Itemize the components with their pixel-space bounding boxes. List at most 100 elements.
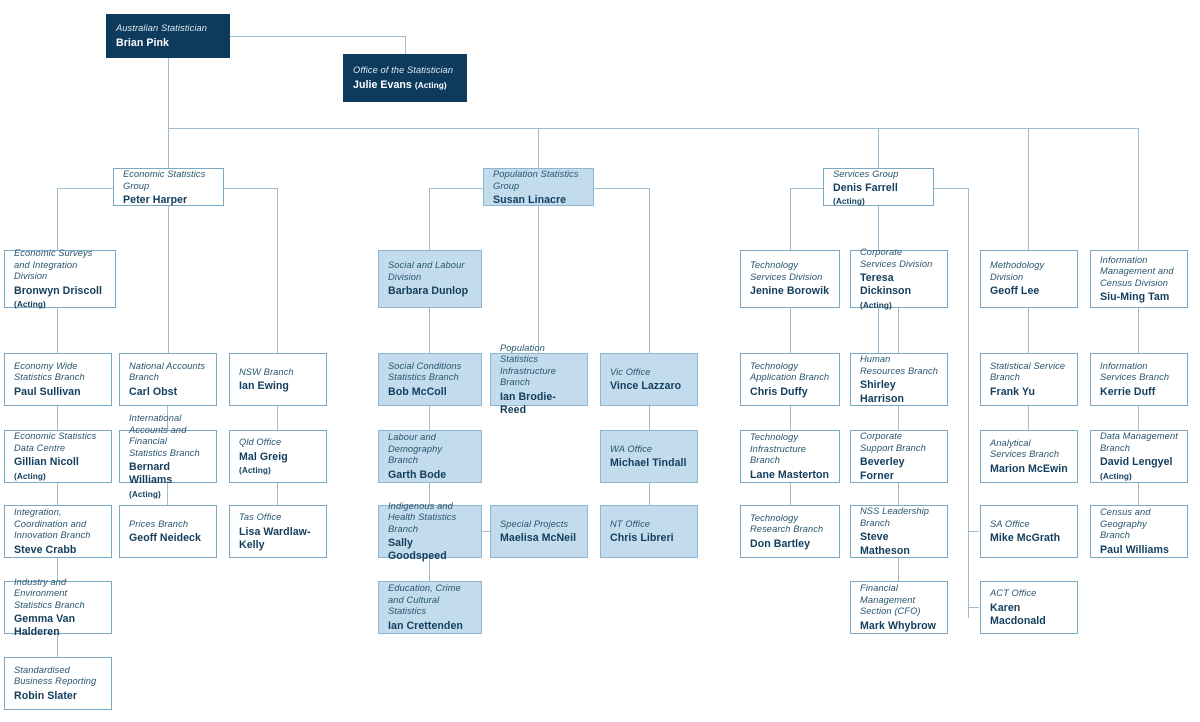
connector-corporate-spine3 — [898, 483, 899, 505]
connector-services-col1-spine — [790, 308, 791, 353]
node-services-group[interactable]: Services Group Denis Farrell (Acting) — [823, 168, 934, 206]
node-person: Frank Yu — [990, 385, 1035, 398]
node-financial-management-section-cfo[interactable]: Financial Management Section (CFO) Mark … — [850, 581, 948, 634]
node-person: Siu-Ming Tam — [1100, 291, 1170, 304]
node-economy-wide-statistics-branch[interactable]: Economy Wide Statistics Branch Paul Sull… — [4, 353, 112, 406]
connector-bus-to-economic-group — [168, 128, 169, 168]
node-methodology-division[interactable]: Methodology Division Geoff Lee — [980, 250, 1078, 308]
node-title: Technology Infrastructure Branch — [750, 432, 807, 466]
node-analytical-services-branch[interactable]: Analytical Services Branch Marion McEwin — [980, 430, 1078, 483]
connector-economic-col1-spine4 — [57, 558, 58, 581]
node-sa-office[interactable]: SA Office Mike McGrath — [980, 505, 1078, 558]
connector-corporate-spine1 — [898, 308, 899, 353]
node-person: Steve Matheson — [860, 531, 910, 557]
connector-methodology-spine1 — [1028, 308, 1029, 353]
node-economic-statistics-group[interactable]: Economic Statistics Group Peter Harper — [113, 168, 224, 206]
node-person: Ian Brodie-Reed — [500, 390, 556, 417]
node-person: Lane Masterton — [750, 468, 830, 481]
node-office-of-statistician[interactable]: Office of the Statistician Julie Evans (… — [343, 54, 467, 102]
node-wa-office[interactable]: WA Office Michael Tindall — [600, 430, 698, 483]
node-title: Census and Geography Branch — [1100, 507, 1151, 541]
connector-economic-col3-drop — [277, 188, 278, 353]
node-title: Office of the Statistician — [353, 65, 454, 76]
node-title: Statistical Service Branch — [990, 360, 1066, 383]
node-person: Steve Crabb — [14, 543, 77, 556]
node-information-management-and-census-division[interactable]: Information Management and Census Divisi… — [1090, 250, 1188, 308]
node-nsw-branch[interactable]: NSW Branch Ian Ewing — [229, 353, 327, 406]
node-standardised-business-reporting[interactable]: Standardised Business Reporting Robin Sl… — [4, 657, 112, 710]
connector-economic-group-down — [168, 206, 169, 353]
node-person: Paul Williams — [1100, 543, 1169, 556]
node-human-resources-branch[interactable]: Human Resources Branch Shirley Harrison — [850, 353, 948, 406]
node-title: Corporate Support Branch — [860, 431, 926, 453]
node-international-accounts-and-financial-statistics-branch[interactable]: International Accounts and Financial Sta… — [119, 413, 217, 499]
node-industry-and-environment-statistics-branch[interactable]: Industry and Environment Statistics Bran… — [4, 577, 112, 638]
node-prices-branch[interactable]: Prices Branch Geoff Neideck — [119, 505, 217, 558]
node-special-projects[interactable]: Special Projects Maelisa McNeil — [490, 505, 588, 558]
connector-economic-col2-spine1 — [167, 406, 168, 430]
node-person: Shirley Harrison — [860, 379, 904, 405]
node-nt-office[interactable]: NT Office Chris Libreri — [600, 505, 698, 558]
node-person: Teresa Dickinson(Acting) — [860, 272, 912, 310]
node-social-and-labour-division[interactable]: Social and Labour Division Barbara Dunlo… — [378, 250, 482, 308]
node-person: Jenine Borowik — [750, 285, 830, 298]
node-person: Carl Obst — [129, 385, 178, 398]
node-title: Information Management and Census Divisi… — [1100, 254, 1174, 288]
connector-bus-to-methodology — [1028, 128, 1029, 250]
node-social-conditions-statistics-branch[interactable]: Social Conditions Statistics Branch Bob … — [378, 353, 482, 406]
node-title: Standardised Business Reporting — [14, 664, 97, 687]
node-technology-research-branch[interactable]: Technology Research Branch Don Bartley — [740, 505, 840, 558]
connector-economic-col1-drop — [57, 188, 58, 250]
node-vic-office[interactable]: Vic Office Vince Lazzaro — [600, 353, 698, 406]
node-tas-office[interactable]: Tas Office Lisa Wardlaw-Kelly — [229, 505, 327, 558]
node-economic-surveys-and-integration-division[interactable]: Economic Surveys and Integration Divisio… — [4, 248, 116, 309]
node-title: Special Projects — [500, 518, 569, 529]
node-data-management-branch[interactable]: Data Management Branch David Lengyel (Ac… — [1090, 430, 1188, 483]
node-person: Paul Sullivan — [14, 385, 81, 398]
node-corporate-support-branch[interactable]: Corporate Support Branch Beverley Forner — [850, 430, 948, 483]
node-title: Qld Office — [239, 437, 282, 448]
node-technology-services-division[interactable]: Technology Services Division Jenine Boro… — [740, 250, 840, 308]
node-person: Susan Linacre — [493, 194, 567, 207]
node-title: Financial Management Section (CFO) — [860, 583, 921, 617]
node-national-accounts-branch[interactable]: National Accounts Branch Carl Obst — [119, 353, 217, 406]
node-economic-statistics-data-centre[interactable]: Economic Statistics Data Centre Gillian … — [4, 430, 112, 483]
node-person: Bernard Williams (Acting) — [129, 461, 173, 499]
node-person: Mal Greig (Acting) — [239, 450, 288, 475]
node-qld-office[interactable]: Qld Office Mal Greig (Acting) — [229, 430, 327, 483]
node-population-statistics-group[interactable]: Population Statistics Group Susan Linacr… — [483, 168, 594, 206]
node-person: Brian Pink — [116, 36, 169, 49]
node-technology-application-branch[interactable]: Technology Application Branch Chris Duff… — [740, 353, 840, 406]
node-title: Technology Services Division — [750, 260, 823, 282]
node-indigenous-and-health-statistics-branch[interactable]: Indigenous and Health Statistics Branch … — [378, 501, 482, 562]
connector-sa-office-link — [968, 531, 979, 532]
node-title: Economic Statistics Group — [123, 169, 206, 191]
node-person: Garth Bode — [388, 468, 447, 481]
node-person: Gemma Van Halderen — [14, 613, 76, 639]
node-person: Geoff Neideck — [129, 532, 201, 545]
connector-population-col3-drop — [649, 188, 650, 353]
node-statistical-service-branch[interactable]: Statistical Service Branch Frank Yu — [980, 353, 1078, 406]
node-corporate-services-division[interactable]: Corporate Services Division Teresa Dicki… — [850, 247, 948, 310]
connector-population-col1-drop — [429, 188, 430, 250]
node-labour-and-demography-branch[interactable]: Labour and Demography Branch Garth Bode — [378, 430, 482, 483]
node-person: Ian Ewing — [239, 380, 289, 393]
node-population-statistics-infrastructure-branch[interactable]: Population Statistics Infrastructure Bra… — [490, 343, 588, 416]
node-act-office[interactable]: ACT Office Karen Macdonald — [980, 581, 1078, 634]
node-person: Bob McColl — [388, 385, 447, 398]
connector-bus-to-services-group — [878, 128, 879, 168]
node-information-services-branch[interactable]: Information Services Branch Kerrie Duff — [1090, 353, 1188, 406]
node-title: NSW Branch — [239, 366, 294, 377]
node-education-crime-and-cultural-statistics[interactable]: Education, Crime and Cultural Statistics… — [378, 581, 482, 634]
node-title: Services Group — [833, 168, 899, 179]
node-technology-infrastructure-branch[interactable]: Technology Infrastructure Branch Lane Ma… — [740, 430, 840, 483]
connector-population-col1-spine — [429, 308, 430, 353]
node-statistician[interactable]: Australian Statistician Brian Pink — [106, 14, 230, 58]
node-census-and-geography-branch[interactable]: Census and Geography Branch Paul William… — [1090, 505, 1188, 558]
node-nss-leadership-branch[interactable]: NSS Leadership Branch Steve Matheson — [850, 505, 948, 558]
connector-economic-col1-spine2 — [57, 406, 58, 430]
node-title: Industry and Environment Statistics Bran… — [14, 576, 85, 610]
node-integration-coordination-and-innovation-branch[interactable]: Integration, Coordination and Innovation… — [4, 505, 112, 558]
node-title: Economic Surveys and Integration Divisio… — [14, 248, 93, 282]
node-person: David Lengyel (Acting) — [1100, 456, 1173, 481]
